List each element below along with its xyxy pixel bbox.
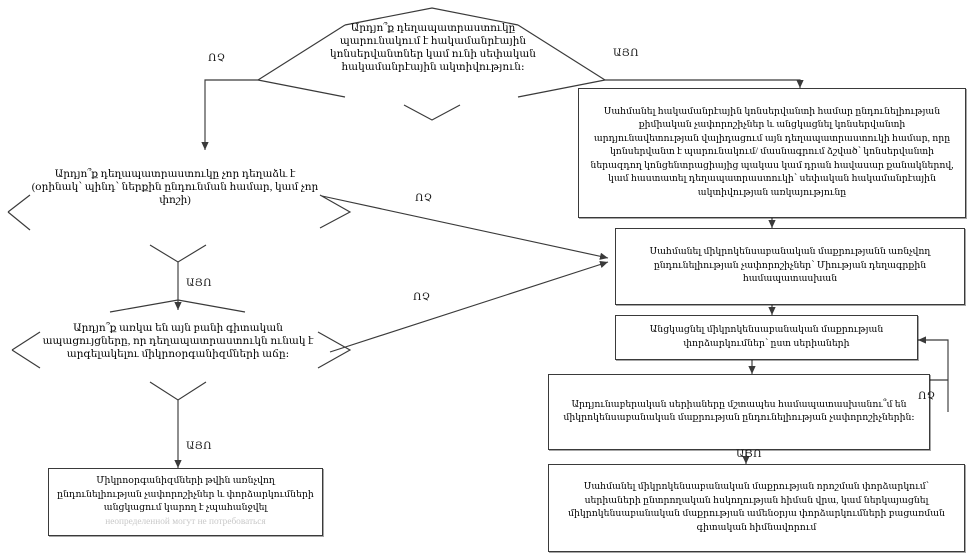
decision-1-text: Արդյո՞ք դեղապատրաստուկը պարունակում է հա… xyxy=(330,23,536,73)
edge-label-d1-yes: ԱՅՈ xyxy=(613,48,639,59)
process-left-bottom[interactable]: Միկրոօրգանիզմների թվին առնչվող ընդունելի… xyxy=(48,468,323,536)
decision-3-right-chevron xyxy=(317,331,352,369)
process-right-2[interactable]: Անցկացնել միկրոկենսաբանական մաքրության փ… xyxy=(615,315,918,360)
decision-2-bottom-chevron xyxy=(149,244,207,263)
process-right-4[interactable]: Սահմանել միկրոկենսաբանական մաքրության որ… xyxy=(548,464,965,552)
edge-label-d1-no: ՈՉ xyxy=(208,53,226,64)
process-right-1[interactable]: Սահմանել միկրոկենսաբանական մաքրությանն ա… xyxy=(615,228,965,305)
edge-label-d2-yes: ԱՅՈ xyxy=(186,278,212,289)
edge-d2-no xyxy=(321,195,609,260)
process-right-1-text: Սահմանել միկրոկենսաբանական մաքրությանն ա… xyxy=(649,247,931,285)
edge-label-pr3-yes: ԱՅՈ xyxy=(736,449,762,460)
decision-2-text: Արդյո՞ք դեղապատրաստուկը չոր դեղաձև է (օր… xyxy=(31,169,319,206)
decision-2-left-lower xyxy=(7,211,31,231)
edge-label-d2-no: ՈՉ xyxy=(415,193,433,204)
process-right-3[interactable]: Արդյունաբերական սերիաները մշտապես համապա… xyxy=(548,374,930,450)
edge-label-pr3-no: ՈՉ xyxy=(918,391,936,402)
edge-d1-no xyxy=(201,79,258,150)
process-right-2-text: Անցկացնել միկրոկենսաբանական մաքրության փ… xyxy=(649,325,884,349)
edge-label-d3-no: ՈՉ xyxy=(413,292,431,303)
decision-1-left-lower xyxy=(257,79,346,98)
decision-node-1[interactable]: Արդյո՞ք դեղապատրաստուկը պարունակում է հա… xyxy=(318,22,548,74)
decision-node-3[interactable]: Արդյո՞ք առկա են այն բանի գիտական ապացույ… xyxy=(38,322,318,361)
decision-3-bottom-chevron xyxy=(149,381,207,401)
decision-2-right-chevron xyxy=(319,194,352,229)
decision-2-left-upper xyxy=(7,194,31,213)
decision-3-left-lower xyxy=(11,349,41,369)
decision-node-2[interactable]: Արդյո՞ք դեղապատրաստուկը չոր դեղաձև է (օր… xyxy=(30,168,320,207)
process-top-right-text: Սահմանել հակամանրէային կոնսերվանտի համար… xyxy=(590,106,954,198)
process-left-bottom-ghost-text: неопределенной могут не потребоваться xyxy=(105,516,266,527)
process-left-bottom-text: Միկրոօրգանիզմների թվին առնչվող ընդունելի… xyxy=(57,476,314,514)
decision-3-left-upper xyxy=(11,331,41,351)
process-right-4-text: Սահմանել միկրոկենսաբանական մաքրության որ… xyxy=(568,482,945,533)
process-top-right[interactable]: Սահմանել հակամանրէային կոնսերվանտի համար… xyxy=(578,88,966,218)
process-right-3-text: Արդյունաբերական սերիաները մշտապես համապա… xyxy=(563,399,915,424)
edge-d1-yes xyxy=(605,79,804,88)
decision-3-text: Արդյո՞ք առկա են այն բանի գիտական ապացույ… xyxy=(42,323,314,360)
edge-d3-no xyxy=(329,260,609,353)
decision-3-top-chevron xyxy=(109,299,246,313)
edge-label-d3-yes: ԱՅՈ xyxy=(186,441,212,452)
decision-1-bottom-chevron xyxy=(403,104,461,121)
